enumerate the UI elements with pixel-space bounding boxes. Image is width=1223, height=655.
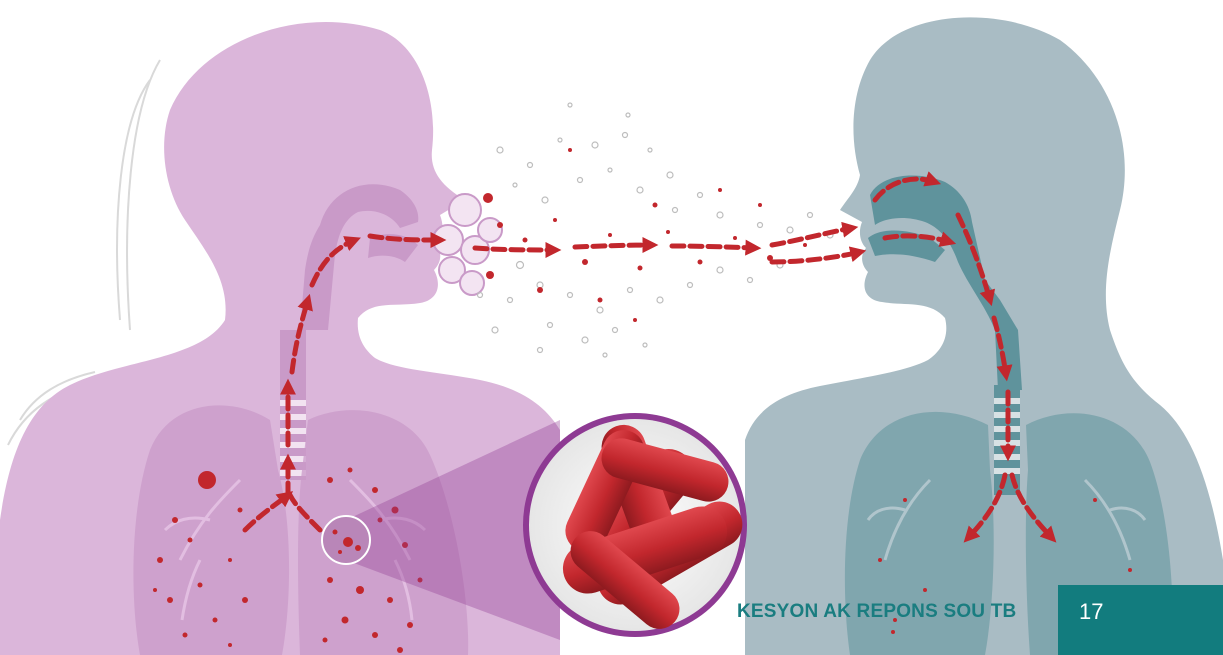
healthy-person-silhouette	[745, 17, 1223, 655]
magnifier-lens-icon	[523, 413, 751, 637]
aerosol-bacteria	[483, 148, 807, 322]
page-number: 17	[1079, 597, 1103, 627]
aerosol-particles	[478, 103, 834, 357]
footer-title: KESYON AK REPONS SOU TB	[737, 597, 1016, 627]
